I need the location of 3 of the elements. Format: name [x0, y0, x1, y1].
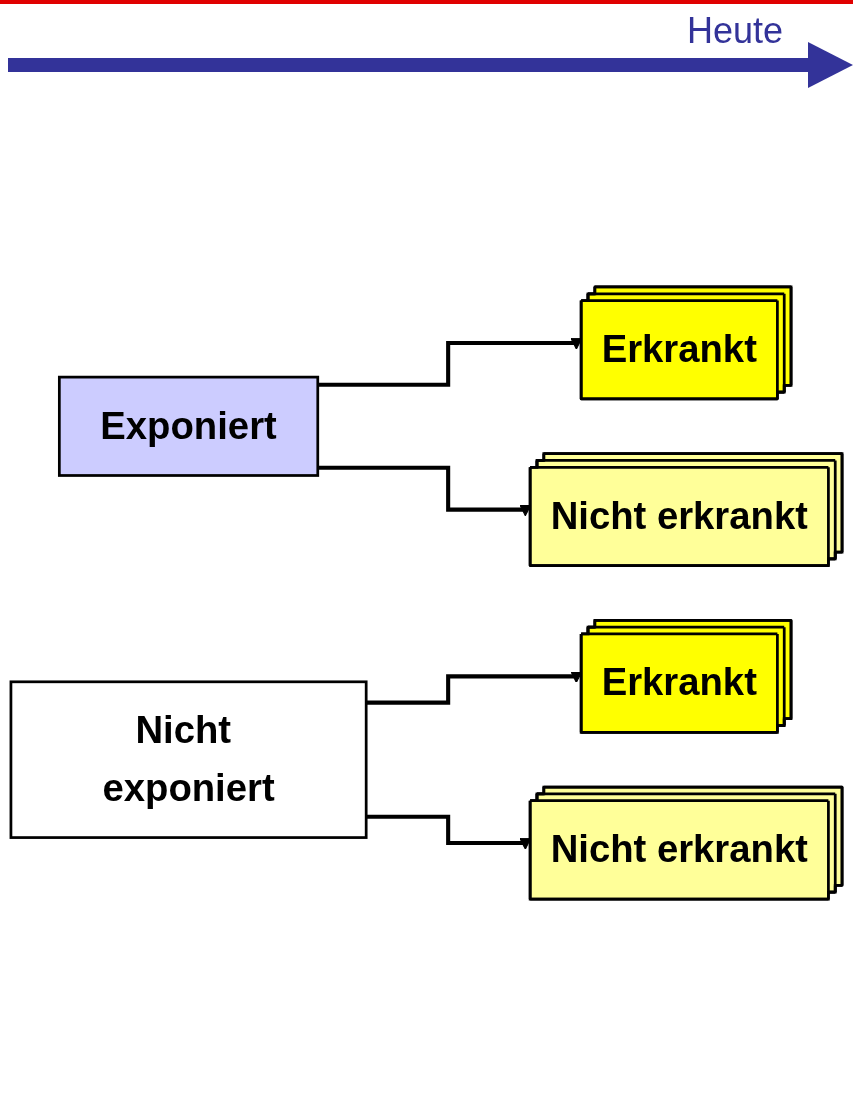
node-box: Exponiert	[57, 375, 320, 477]
timeline-label: Heute	[686, 10, 783, 52]
node-box: Nicht exponiert	[9, 680, 368, 839]
